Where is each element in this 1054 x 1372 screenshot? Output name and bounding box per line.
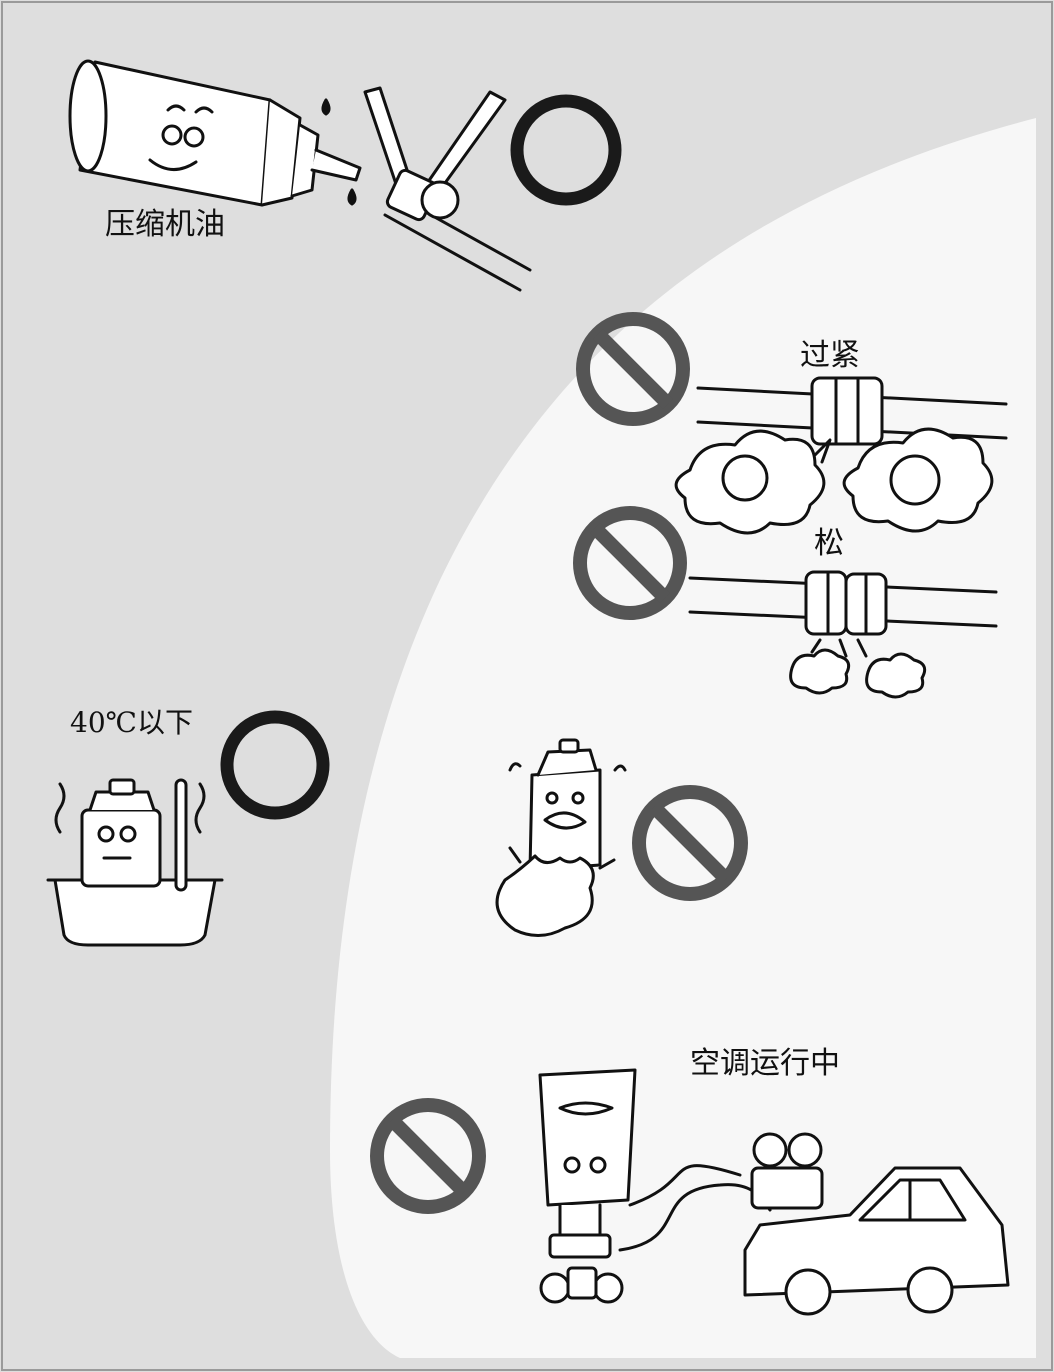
label-below-40c: 40℃以下: [70, 706, 193, 739]
ok-ring-1: [510, 94, 622, 206]
fire-can-illustration: [495, 738, 627, 937]
hot-water-can-illustration: [46, 778, 224, 947]
prohibit-sign-4: [370, 1098, 486, 1214]
ok-ring-2: [220, 710, 330, 820]
label-too-tight: 过紧: [800, 338, 860, 373]
label-ac-running: 空调运行中: [690, 1046, 840, 1081]
prohibit-sign-2: [573, 506, 687, 620]
prohibit-sign-1: [576, 312, 690, 426]
prohibit-sign-3: [632, 785, 748, 901]
loose-pipe-illustration: [688, 570, 998, 699]
refrigerant-tank-car-illustration: [538, 1068, 1010, 1316]
label-loose: 松: [814, 526, 844, 561]
tight-pipe-illustration: [674, 376, 1008, 535]
label-compressor-oil: 压缩机油: [105, 207, 225, 242]
oil-bottle-illustration: [68, 59, 362, 207]
wrench-pipe-illustration: [363, 86, 532, 292]
